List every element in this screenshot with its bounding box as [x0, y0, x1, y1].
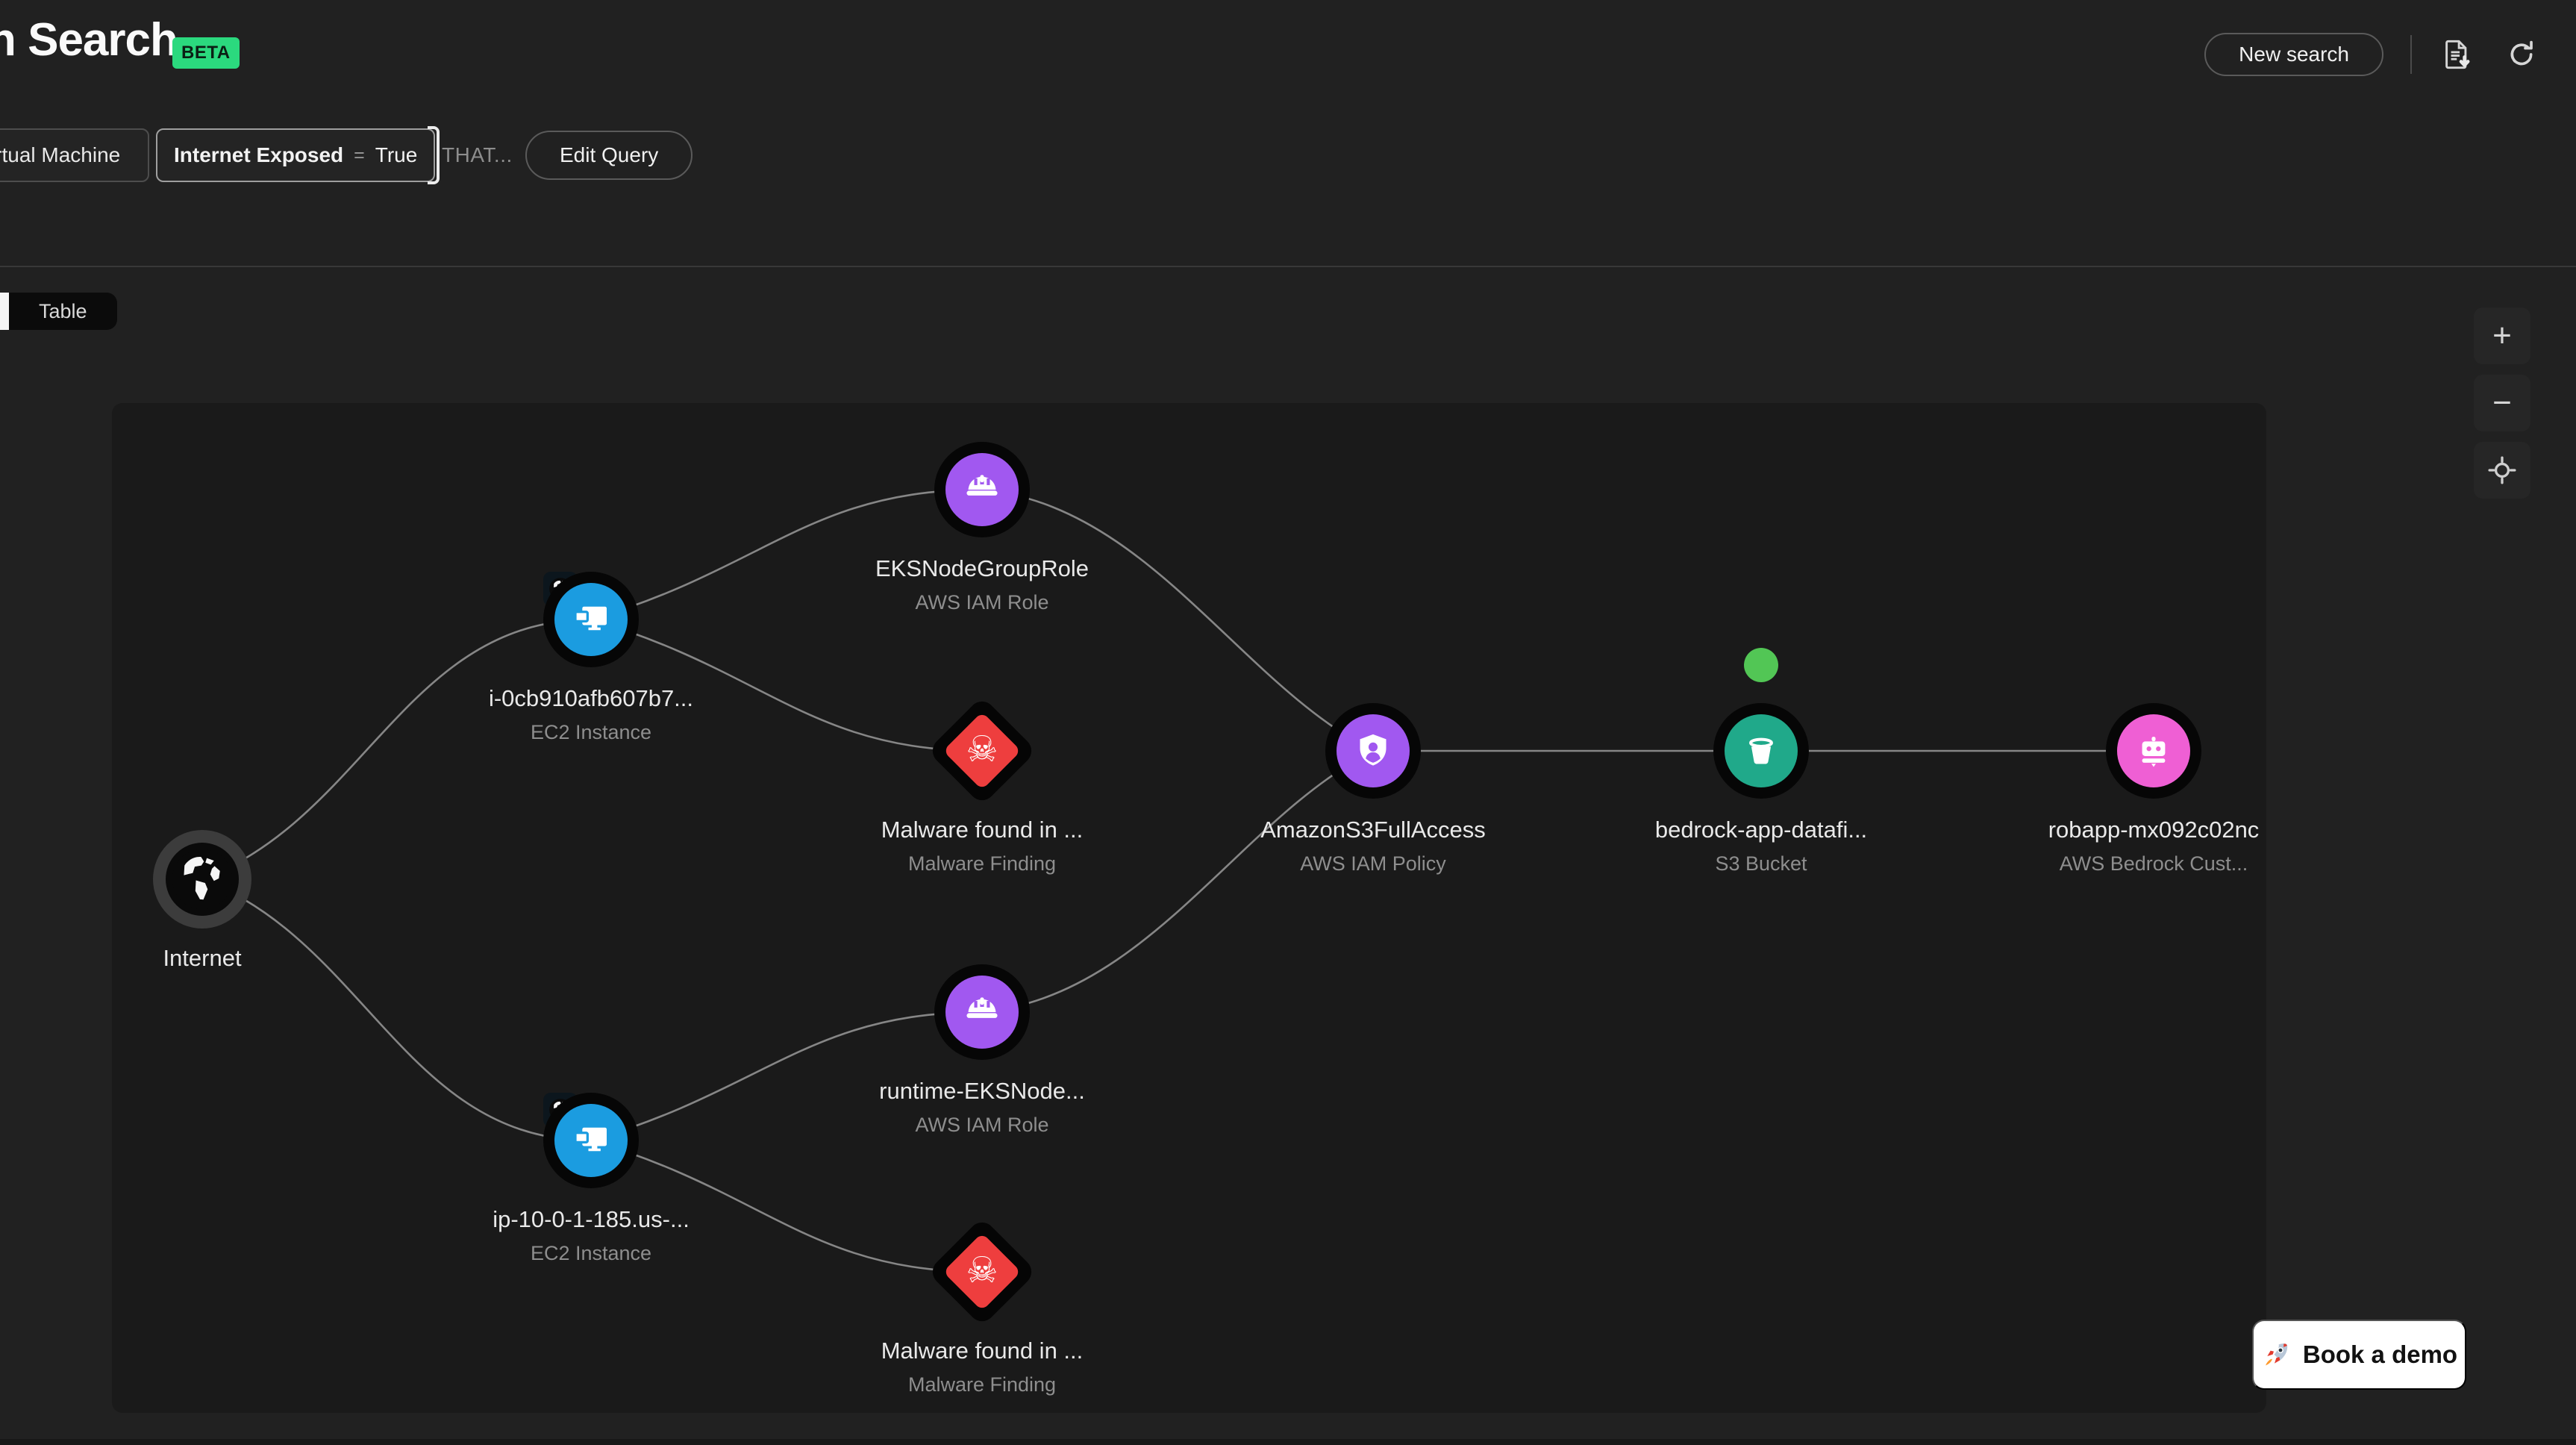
- bottom-edge: [0, 1439, 2576, 1445]
- chip-operator: =: [354, 144, 365, 166]
- that-hint: THAT...: [442, 143, 513, 166]
- node-label: EKSNodeGroupRole: [875, 555, 1090, 581]
- node-sublabel: AWS Bedrock Cust...: [2059, 852, 2248, 875]
- query-chip-internet-exposed[interactable]: Internet Exposed = True: [156, 126, 440, 184]
- node-label: i-0cb910afb607b7...: [488, 685, 694, 711]
- crosshair-icon: [2488, 456, 2516, 484]
- node-sublabel: EC2 Instance: [530, 1242, 652, 1264]
- rocket-icon: [2266, 1343, 2288, 1366]
- node-sublabel: Malware Finding: [907, 852, 1057, 875]
- status-dot: [1744, 648, 1778, 682]
- new-search-button[interactable]: New search: [2204, 33, 2383, 76]
- node-label: AmazonS3FullAccess: [1260, 817, 1486, 843]
- section-divider: [0, 266, 2576, 267]
- s3-bucket-icon: [1725, 714, 1798, 787]
- node-sublabel: AWS IAM Policy: [1300, 852, 1446, 875]
- robot-icon: [2117, 714, 2190, 787]
- view-toggle: Table: [0, 293, 117, 330]
- node-sublabel: AWS IAM Role: [915, 591, 1049, 614]
- node-sublabel: S3 Bucket: [1715, 852, 1807, 875]
- book-demo-label: Book a demo: [2302, 1341, 2458, 1368]
- skull-icon: ☠: [966, 729, 998, 770]
- node-label: Malware found in ...: [881, 1338, 1084, 1364]
- ec2-instance-icon: [554, 1104, 628, 1177]
- iam-role-hardhat-icon: [945, 453, 1019, 526]
- chip-value: True: [375, 143, 418, 166]
- iam-role-hardhat-icon: [945, 976, 1019, 1049]
- node-label: robapp-mx092c02nc: [2048, 817, 2260, 843]
- node-sublabel: EC2 Instance: [530, 721, 652, 743]
- iam-policy-shield-icon: [1337, 714, 1410, 787]
- header-actions: New search: [2204, 33, 2540, 76]
- zoom-out-button[interactable]: −: [2474, 375, 2530, 431]
- tab-graph-partial[interactable]: [0, 293, 9, 330]
- node-sublabel: AWS IAM Role: [915, 1114, 1049, 1136]
- graph-canvas[interactable]: [112, 403, 2266, 1413]
- zoom-controls: + −: [2474, 308, 2530, 499]
- query-chip-virtual-machine[interactable]: Virtual Machine: [0, 128, 149, 182]
- ec2-instance-icon: [554, 583, 628, 656]
- selection-bracket: [428, 126, 440, 184]
- edit-query-button[interactable]: Edit Query: [525, 131, 693, 180]
- export-report-icon[interactable]: [2439, 36, 2476, 73]
- tab-table[interactable]: Table: [9, 293, 117, 330]
- node-label: Malware found in ...: [881, 817, 1084, 843]
- page-title: h Search: [0, 14, 178, 66]
- zoom-in-button[interactable]: +: [2474, 308, 2530, 364]
- chip-label: Virtual Machine: [0, 143, 121, 166]
- node-label: Internet: [163, 945, 242, 971]
- query-builder: Virtual Machine Internet Exposed = True …: [0, 126, 2576, 184]
- node-sublabel: Malware Finding: [907, 1373, 1057, 1396]
- skull-icon: ☠: [966, 1250, 998, 1290]
- node-label: ip-10-0-1-185.us-...: [493, 1206, 690, 1232]
- sync-icon[interactable]: [2503, 36, 2540, 73]
- book-demo-button[interactable]: Book a demo: [2252, 1320, 2466, 1390]
- node-label: bedrock-app-datafi...: [1654, 817, 1868, 843]
- globe-icon: [166, 843, 239, 916]
- beta-badge: BETA: [172, 37, 240, 69]
- header-divider: [2410, 35, 2412, 74]
- node-label: runtime-EKSNode...: [879, 1078, 1085, 1104]
- chip-field: Internet Exposed: [174, 143, 344, 166]
- fit-view-button[interactable]: [2474, 442, 2530, 499]
